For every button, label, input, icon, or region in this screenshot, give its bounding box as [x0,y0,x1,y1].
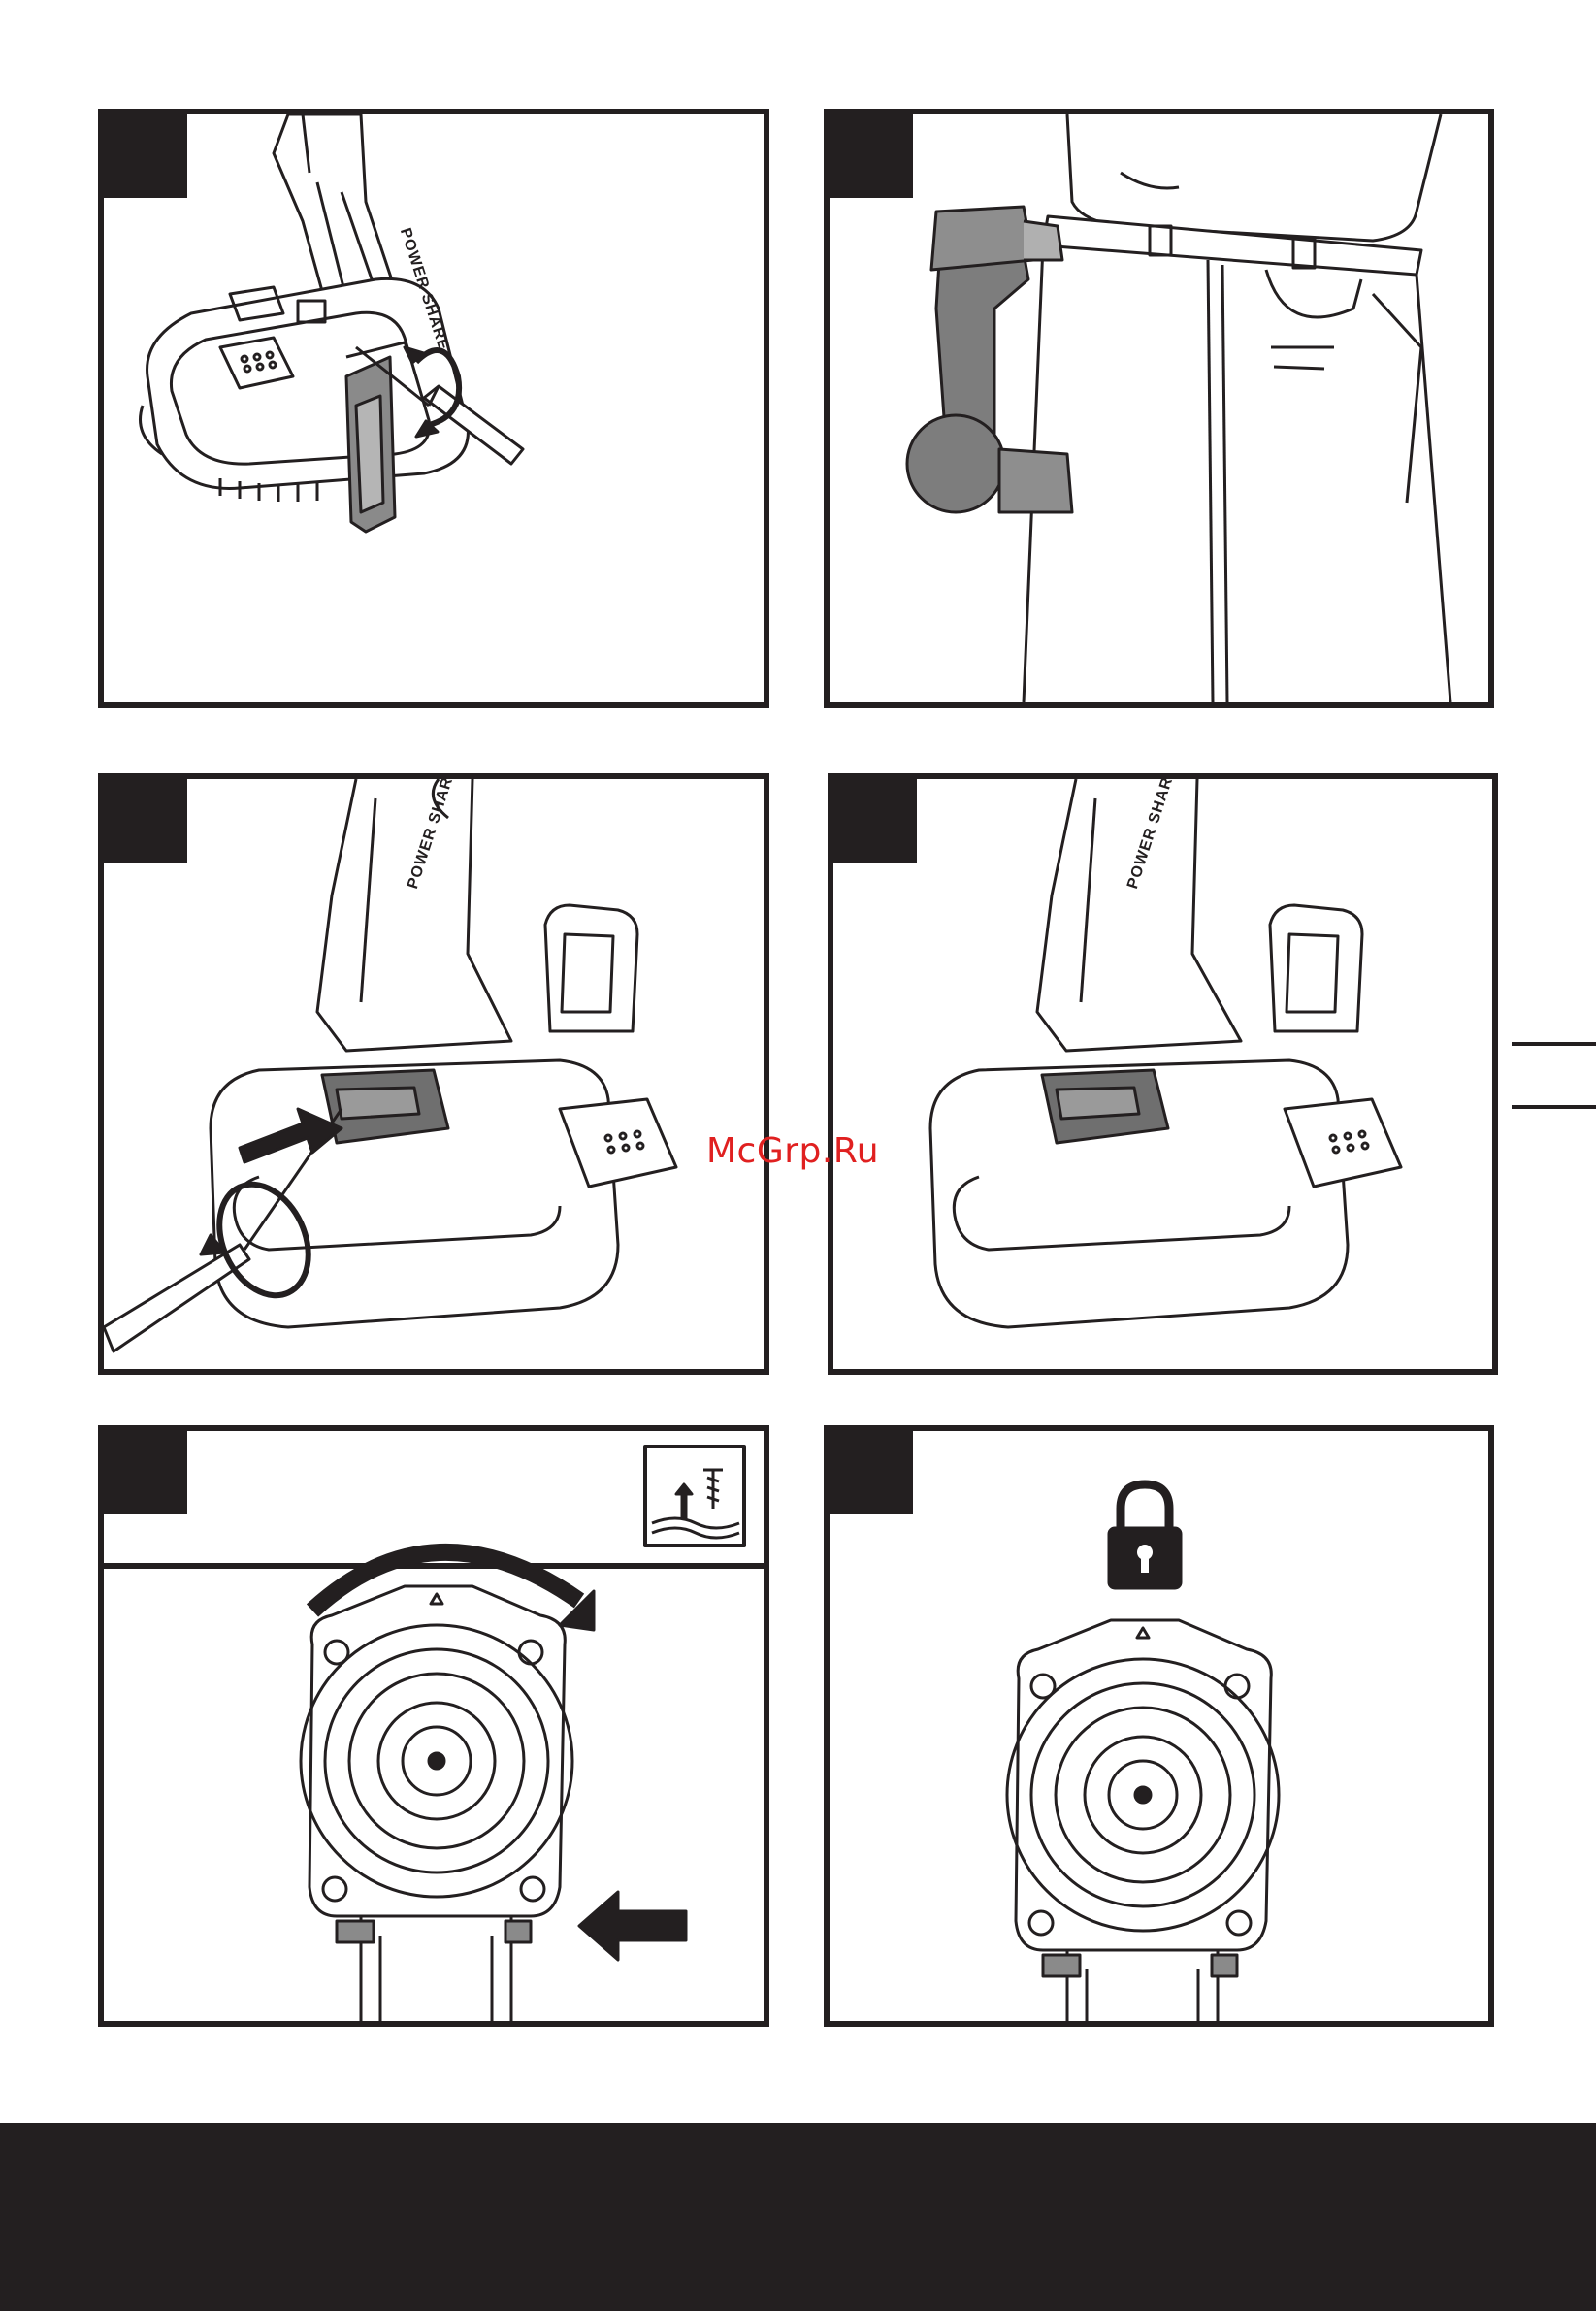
illustration-panel-6 [824,1425,1494,2027]
battery-release-illustration [104,779,764,1369]
illustration-panel-1: POWER SHARE [98,109,769,708]
side-tab-mark [1512,1042,1596,1046]
illustration-panel-5 [98,1425,769,2027]
illustration-panel-2 [824,109,1494,708]
drill-battery-illustration [104,114,764,702]
padlock-icon [1109,1484,1181,1588]
chuck-locked-illustration [830,1431,1488,2021]
chuck-rotate-illustration [104,1431,764,2021]
watermark-text: McGrp.Ru [706,1131,879,1171]
illustration-panel-3: POWER SHARE [98,773,769,1375]
battery-clip-installed-illustration [833,779,1492,1369]
footer-bar [0,2123,1596,2311]
screw-water-icon [645,1447,744,1546]
side-tab-mark [1512,1105,1596,1109]
drill-on-belt-illustration [830,114,1488,702]
illustration-panel-4: POWER SHARE [828,773,1498,1375]
